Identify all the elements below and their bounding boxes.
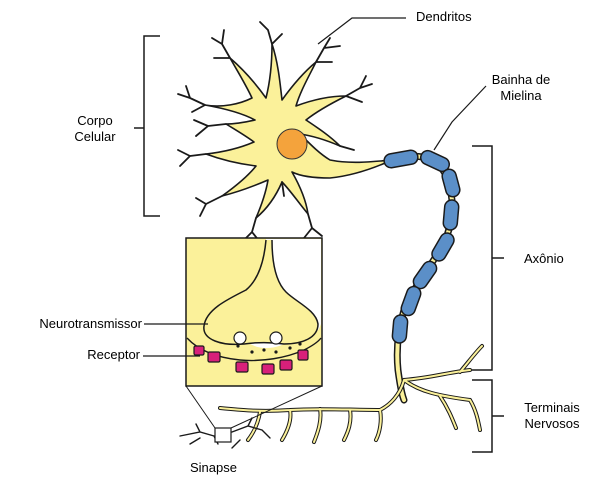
receptor-label: Receptor (40, 347, 140, 363)
neurotransmissor-label: Neurotransmissor (0, 316, 142, 332)
corpo-label-line1: Corpo (60, 113, 130, 129)
corpo-label-line2: Celular (60, 129, 130, 145)
bainha-label: Bainha de Mielina (486, 72, 556, 104)
myelin-sheath (383, 148, 461, 343)
nucleus (277, 129, 307, 159)
terminais-label-line2: Nervosos (512, 416, 592, 432)
terminais-label-line1: Terminais (512, 400, 592, 416)
terminais-label: Terminais Nervosos (512, 400, 592, 432)
axonio-label: Axônio (524, 251, 564, 267)
sinapse-label: Sinapse (190, 460, 237, 476)
dendritos-label: Dendritos (416, 9, 472, 25)
axonio-bracket (472, 146, 504, 370)
corpo-celular-label: Corpo Celular (60, 113, 130, 145)
bainha-label-line1: Bainha de (486, 72, 556, 88)
bainha-label-line2: Mielina (486, 88, 556, 104)
corpo-bracket (144, 36, 160, 216)
